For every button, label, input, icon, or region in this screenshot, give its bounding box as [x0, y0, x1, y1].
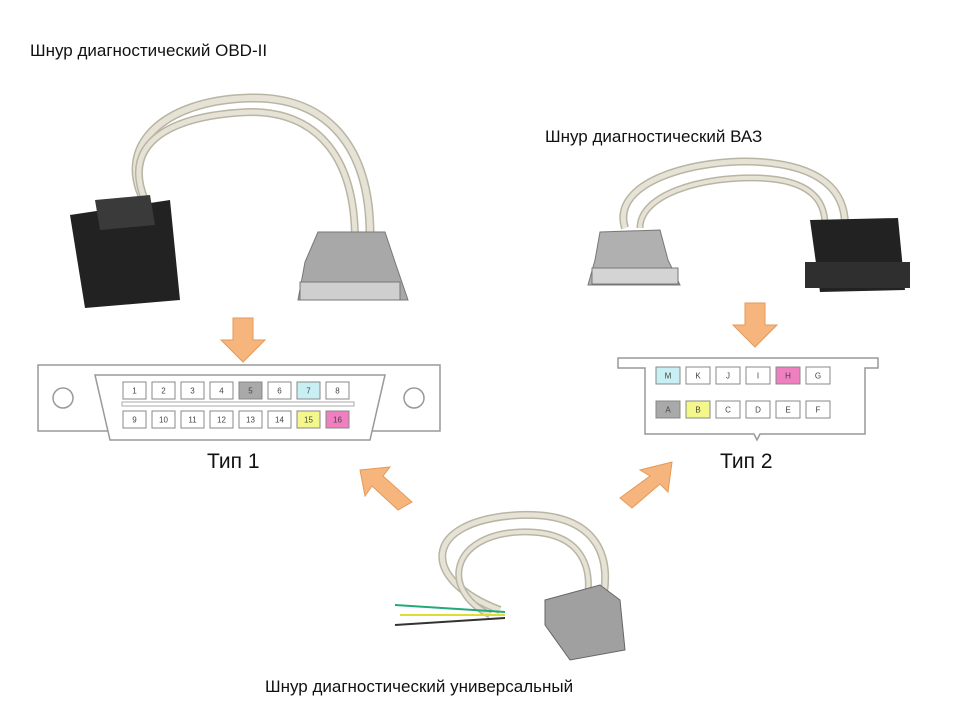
svg-text:12: 12: [217, 416, 226, 425]
pin-K: K: [685, 366, 711, 385]
arrow-down-icon: [731, 302, 779, 348]
pin-H: H: [775, 366, 801, 385]
svg-text:5: 5: [248, 387, 253, 396]
arrow-up-left-icon: [359, 466, 413, 511]
pin-4: 4: [209, 381, 234, 400]
svg-text:C: C: [725, 406, 731, 415]
caption-vaz-cable: Шнур диагностический ВАЗ: [545, 127, 763, 146]
svg-text:13: 13: [246, 416, 255, 425]
pin-F: F: [805, 400, 831, 419]
svg-text:4: 4: [219, 387, 224, 396]
svg-text:I: I: [757, 372, 759, 381]
pin-12: 12: [209, 410, 234, 429]
caption-universal-cable: Шнур диагностический универсальный: [265, 677, 574, 696]
svg-text:B: B: [695, 406, 700, 415]
arrow-down-icon: [219, 317, 267, 363]
svg-text:1: 1: [132, 387, 137, 396]
svg-text:E: E: [785, 406, 790, 415]
pin-C: C: [715, 400, 741, 419]
pin-8: 8: [325, 381, 350, 400]
pin-14: 14: [267, 410, 292, 429]
pin-10: 10: [151, 410, 176, 429]
pin-I: I: [745, 366, 771, 385]
svg-text:J: J: [726, 372, 730, 381]
svg-text:K: K: [695, 372, 701, 381]
pin-9: 9: [122, 410, 147, 429]
pin-5: 5: [238, 381, 263, 400]
pin-1: 1: [122, 381, 147, 400]
pin-2: 2: [151, 381, 176, 400]
svg-text:14: 14: [275, 416, 284, 425]
pin-7: 7: [296, 381, 321, 400]
type1-label: Тип 1: [207, 450, 260, 473]
svg-text:D: D: [755, 406, 761, 415]
svg-text:15: 15: [304, 416, 313, 425]
svg-text:F: F: [816, 406, 821, 415]
pin-E: E: [775, 400, 801, 419]
pin-D: D: [745, 400, 771, 419]
arrow-up-right-icon: [619, 461, 673, 509]
pin-G: G: [805, 366, 831, 385]
pin-A: A: [655, 400, 681, 419]
type2-label: Тип 2: [720, 450, 773, 473]
type2-connector: M K J I H G A B C D E F: [617, 357, 879, 442]
pin-16: 16: [325, 410, 350, 429]
svg-text:8: 8: [335, 387, 340, 396]
caption-obd2-cable: Шнур диагностический OBD-II: [30, 41, 268, 60]
svg-text:11: 11: [188, 416, 197, 425]
svg-text:6: 6: [277, 387, 282, 396]
svg-text:3: 3: [190, 387, 195, 396]
pin-15: 15: [296, 410, 321, 429]
svg-text:H: H: [785, 372, 791, 381]
svg-text:2: 2: [161, 387, 166, 396]
pin-M: M: [655, 366, 681, 385]
pin-3: 3: [180, 381, 205, 400]
svg-text:A: A: [665, 406, 671, 415]
svg-text:G: G: [815, 372, 821, 381]
vaz-cable-image: [587, 157, 910, 292]
obd2-cable-image: [70, 93, 409, 308]
svg-text:9: 9: [132, 416, 137, 425]
pin-6: 6: [267, 381, 292, 400]
pin-13: 13: [238, 410, 263, 429]
pin-B: B: [685, 400, 711, 419]
svg-text:7: 7: [306, 387, 311, 396]
svg-text:16: 16: [333, 416, 342, 425]
pin-11: 11: [180, 410, 205, 429]
universal-cable-image: [394, 510, 626, 661]
svg-text:10: 10: [159, 416, 168, 425]
pin-J: J: [715, 366, 741, 385]
svg-text:M: M: [665, 372, 672, 381]
